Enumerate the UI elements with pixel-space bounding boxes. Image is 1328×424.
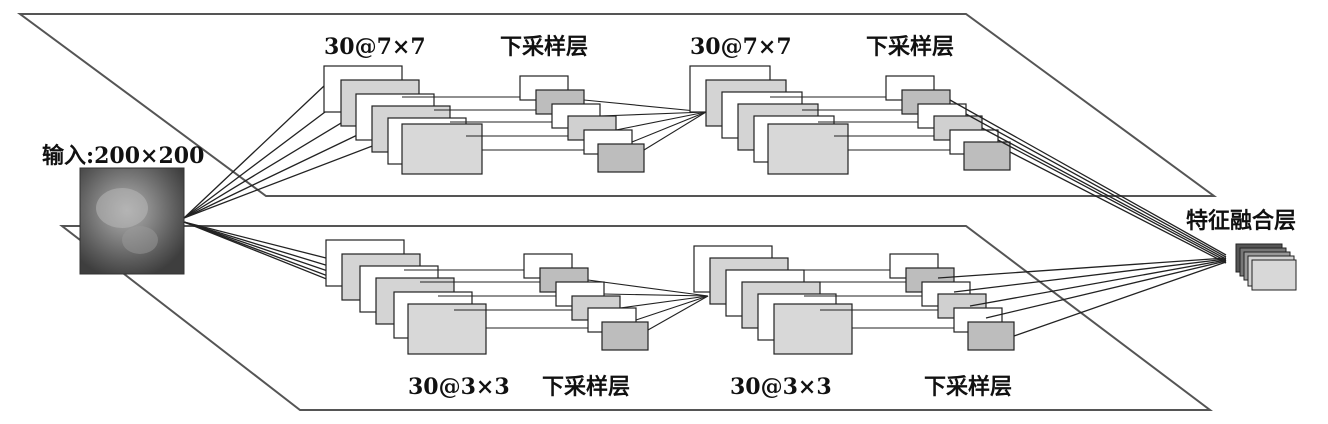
lower-pool1-label: 下采样层 bbox=[542, 374, 631, 400]
upper-pool2-feature-maps bbox=[885, 75, 1011, 171]
lower-pool2-to-fusion-lines bbox=[937, 257, 1227, 337]
upper-pool1-feature-maps bbox=[519, 75, 645, 173]
lower-pool2-label: 下采样层 bbox=[924, 374, 1013, 400]
upper-conv1-to-pool1-lines bbox=[402, 96, 598, 151]
fusion-label: 特征融合层 bbox=[1186, 208, 1297, 234]
lower-branch-plane bbox=[59, 225, 1213, 411]
upper-conv2-feature-maps bbox=[689, 65, 849, 175]
input-image bbox=[79, 167, 185, 275]
upper-pool2-to-fusion-lines bbox=[949, 99, 1227, 264]
lower-conv2-feature-maps bbox=[693, 245, 853, 355]
input-to-upper-conv1-lines bbox=[183, 85, 389, 219]
lower-pool1-feature-maps bbox=[523, 253, 649, 351]
upper-pool1-to-conv2-lines bbox=[583, 99, 707, 151]
lower-conv2-label: 30@3×3 bbox=[730, 374, 832, 400]
fusion-layer-feature-maps bbox=[1235, 243, 1297, 291]
lower-conv2-to-pool2-lines bbox=[772, 269, 968, 329]
upper-conv2-label: 30@7×7 bbox=[690, 34, 792, 60]
upper-pool1-label: 下采样层 bbox=[500, 34, 589, 60]
upper-conv2-to-pool2-lines bbox=[770, 96, 964, 151]
input-label: 输入:200×200 bbox=[42, 143, 205, 169]
lower-conv1-label: 30@3×3 bbox=[408, 374, 510, 400]
upper-pool2-label: 下采样层 bbox=[866, 34, 955, 60]
upper-conv1-label: 30@7×7 bbox=[324, 34, 426, 60]
upper-conv1-feature-maps bbox=[323, 65, 483, 175]
lower-pool1-to-conv2-lines bbox=[587, 279, 709, 331]
lower-conv1-feature-maps bbox=[325, 239, 487, 355]
upper-branch-plane bbox=[16, 13, 1218, 197]
lower-pool2-feature-maps bbox=[889, 253, 1015, 351]
lower-conv1-to-pool1-lines bbox=[404, 269, 602, 329]
